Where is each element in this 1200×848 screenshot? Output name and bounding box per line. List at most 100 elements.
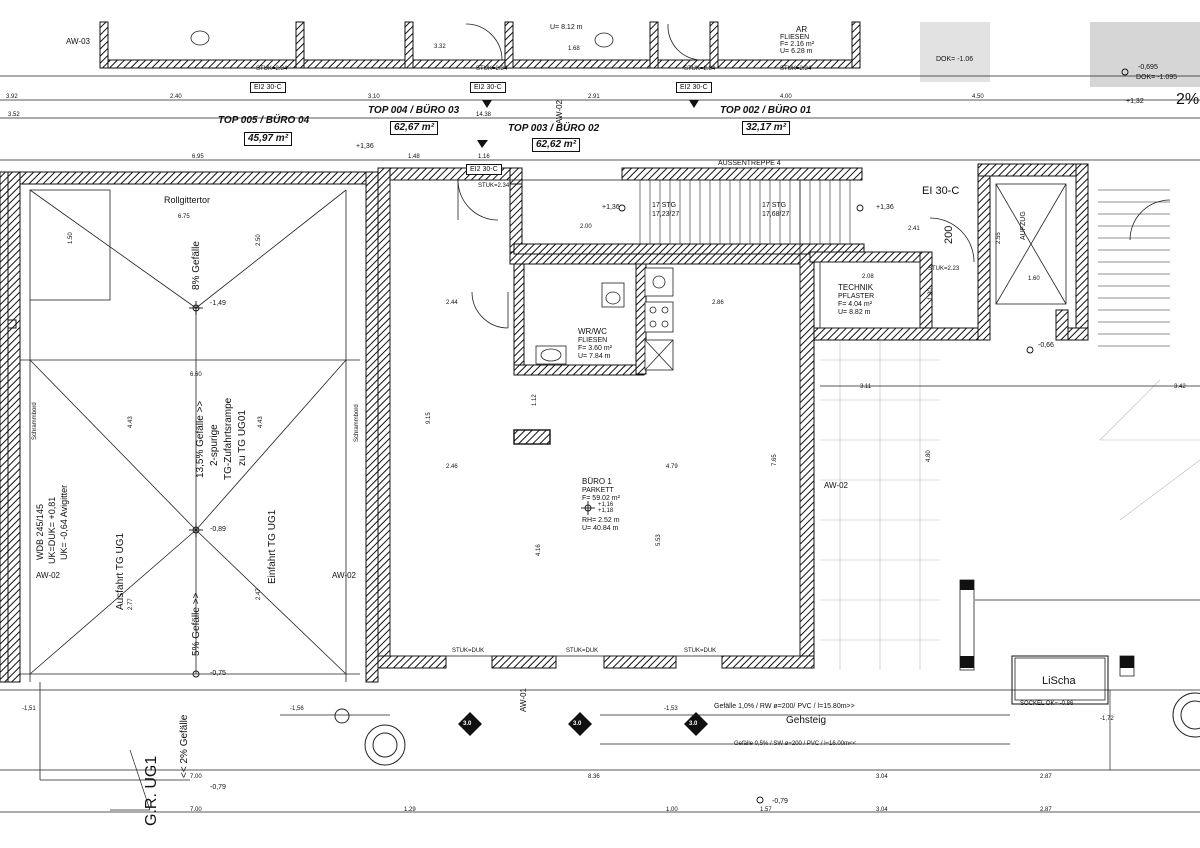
lischa-frame <box>1011 655 1109 705</box>
level-15: -1,51 <box>22 706 36 712</box>
bottom-lines <box>0 385 1200 813</box>
room-buero1-area: F= 59.02 m² <box>582 495 620 502</box>
dim-247: 2.47 <box>256 588 262 600</box>
room-buero1-name: BÜRO 1 <box>582 477 612 486</box>
ramp-lines <box>20 189 360 781</box>
dim-250: 2.50 <box>256 234 262 246</box>
stuk-duk-3: STUK=DUK <box>684 648 717 654</box>
gefaelle-13-label: 13,5% Gefälle >> <box>195 400 206 478</box>
level-7: -0,79 <box>210 784 226 791</box>
dim-287a: 2.87 <box>1040 774 1052 780</box>
stuk-technik: STUK=2.23 <box>928 266 960 272</box>
gefaelle-2-label: << 2% Gefälle <box>179 714 190 778</box>
dim-246: 2.46 <box>446 464 458 470</box>
uk-avigitter-label: UK= -0,64 Avigitter <box>59 484 69 560</box>
dim-812: U= 8.12 m <box>550 24 583 31</box>
dim-116: 1.16 <box>478 154 490 160</box>
stuk-3: STUK=2.34 <box>684 66 716 72</box>
dok-2: DOK= -1.095 <box>1136 74 1178 81</box>
dim-200c: 200 <box>943 225 955 244</box>
stair-treads <box>639 180 1170 347</box>
stuk-5: STUK=2.34 <box>780 66 812 72</box>
dim-352: 3.52 <box>8 112 20 118</box>
unit-top002-name: TOP 002 / BÜRO 01 <box>720 105 812 116</box>
dim-416: 4.16 <box>536 544 542 556</box>
dim-310: 3.10 <box>368 94 380 100</box>
top-dimension-lines <box>0 75 1200 161</box>
gehsteig-label: Gehsteig <box>786 715 827 726</box>
room-buero1-floor: PARKETT <box>582 487 614 494</box>
room-wc-area: F= 3.60 m² <box>578 345 613 352</box>
wdb-label: WDB 245/145 <box>35 503 45 560</box>
room-wc-name: WR/WC <box>578 327 607 336</box>
dim-208: 2.08 <box>862 274 874 280</box>
dim-241: 2.41 <box>908 226 920 232</box>
room-wc-perimeter: U= 7.84 m <box>578 353 611 360</box>
stuk-duk-1: STUK=DUK <box>452 648 485 654</box>
level-14: -1,53 <box>664 706 678 712</box>
level-3: +1,36 <box>356 143 374 150</box>
sockel-label: SOCKEL OK= -0.86 <box>1020 701 1074 707</box>
room-technik-area: F= 4.04 m² <box>838 301 873 308</box>
dim-157: 1.57 <box>760 807 772 813</box>
stair2-ratio: 17,68/27 <box>762 211 790 218</box>
level-4: -1,49 <box>210 300 226 307</box>
fire-door-b: EI2 30-C <box>470 82 506 93</box>
stair1-ratio: 17,23/27 <box>652 211 680 218</box>
level-9: -0,66 <box>1038 342 1054 349</box>
main-walls <box>0 163 1089 683</box>
fire-door-d: EI2 30-C <box>466 164 502 175</box>
dim-443a: 4.43 <box>128 416 134 428</box>
front-stubs <box>960 580 1134 668</box>
fixtures <box>190 30 674 371</box>
marker-3-text: 3.0 <box>689 721 698 727</box>
dim-765: 7.65 <box>772 454 778 466</box>
rollgittertor-label: Rollgittertor <box>164 195 211 205</box>
dim-304a: 3.04 <box>876 774 888 780</box>
section-markers <box>458 100 708 736</box>
unit-top004-area: 62,67 m² <box>390 121 439 135</box>
dim-130: 1.30 <box>928 288 934 300</box>
fire-door-big: EI 30-C <box>922 185 960 197</box>
level-6: -0,75 <box>210 670 226 677</box>
dim-129: 1.29 <box>404 807 416 813</box>
stuk-2: STUK=2.34 <box>476 66 508 72</box>
dim-150: 1.50 <box>68 232 74 244</box>
room-technik-perimeter: U= 8.82 m <box>838 309 871 316</box>
level-markers <box>189 68 1129 804</box>
dim-291: 2.91 <box>588 94 600 100</box>
dim-148: 1.48 <box>408 154 420 160</box>
gefaelle-5-label: 5% Gefälle >> <box>191 592 202 656</box>
stair1-count: 17 STG <box>652 202 677 209</box>
level-8: -0,79 <box>772 798 788 805</box>
einfahrt-label: Einfahrt TG UG1 <box>267 509 278 584</box>
dim-160: 1.60 <box>1028 276 1040 282</box>
schrammbord-left-label: Schrammbord <box>32 402 38 440</box>
level-16: -1,56 <box>290 706 304 712</box>
dim-675: 6.75 <box>178 214 190 220</box>
manholes <box>334 692 1200 766</box>
paving <box>820 340 1200 670</box>
dim-400: 4.00 <box>780 94 792 100</box>
level-2: +1,36 <box>876 204 894 211</box>
level-17: -1,72 <box>1100 716 1114 722</box>
dim-342: 3.42 <box>1174 384 1186 390</box>
room-technik-floor: PFLASTER <box>838 293 875 300</box>
aufzug-label: AUFZUG <box>1020 211 1027 240</box>
dim-700b: 7.00 <box>190 807 202 813</box>
room-wc-floor: FLIESEN <box>578 337 608 344</box>
gefaelle-rw-label: Gefälle 1,0% / RW ø=200/ PVC / l=15.80m>… <box>714 703 855 710</box>
dim-100: 1.00 <box>666 807 678 813</box>
top-walls <box>99 21 861 69</box>
gefaelle-sw-label: Gefälle 0,5% / SW ø=200 / PVC / l=16.00m… <box>734 741 857 747</box>
grey-area-top <box>920 22 990 82</box>
unit-top002-area: 32,17 m² <box>742 121 791 135</box>
room-ar-perimeter: U= 6.28 m <box>780 48 813 55</box>
fire-door-c: EI2 30-C <box>676 82 712 93</box>
dim-277: 2.77 <box>128 598 134 610</box>
fire-door-a: EI2 30-C <box>250 82 286 93</box>
room-ar-floor: FLIESEN <box>780 34 810 41</box>
dim-700a: 7.00 <box>190 774 202 780</box>
wall-aw02-b: AW-02 <box>332 571 357 580</box>
dim-332: 3.32 <box>434 44 446 50</box>
